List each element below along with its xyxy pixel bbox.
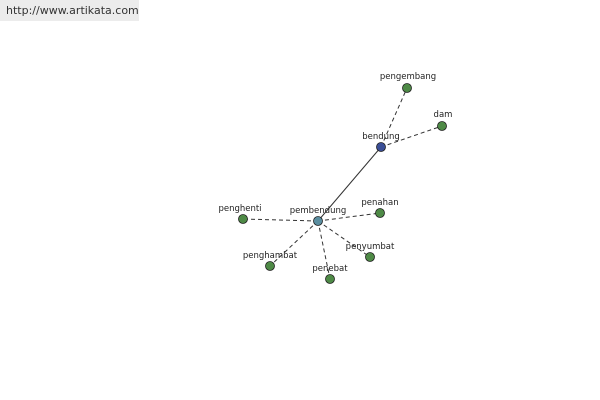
node-penghambat[interactable]: penghambat — [243, 251, 298, 271]
node-penebat[interactable]: penebat — [312, 264, 348, 284]
node-dot-dam[interactable] — [437, 121, 447, 131]
node-dam[interactable]: dam — [434, 110, 453, 131]
node-label-pembendung: pembendung — [290, 206, 346, 216]
node-dot-penghambat[interactable] — [265, 261, 275, 271]
node-dot-penahan[interactable] — [375, 208, 385, 218]
node-pengembang[interactable]: pengembang — [380, 72, 436, 93]
node-dot-bendung[interactable] — [376, 142, 386, 152]
node-dot-pengembang[interactable] — [402, 83, 412, 93]
edge-pembendung-penahan — [317, 212, 381, 222]
node-penahan[interactable]: penahan — [361, 198, 399, 218]
node-label-bendung: bendung — [362, 132, 400, 142]
edge-pembendung-penghenti — [242, 218, 319, 222]
edge-pembendung-bendung — [317, 146, 382, 222]
node-label-penebat: penebat — [312, 264, 348, 274]
node-penyumbat[interactable]: penyumbat — [346, 242, 395, 262]
node-dot-penyumbat[interactable] — [365, 252, 375, 262]
edge-pembendung-penghambat — [269, 220, 319, 267]
node-label-dam: dam — [434, 110, 453, 120]
edge-pembendung-penyumbat — [317, 220, 371, 258]
nodes-layer: pembendung bendung pengembang dam penghenti p… — [218, 72, 452, 284]
node-label-penghambat: penghambat — [243, 251, 298, 261]
edges-layer — [242, 87, 443, 280]
url-text: http://www.artikata.com — [6, 4, 139, 17]
node-penghenti[interactable]: penghenti — [218, 204, 262, 224]
node-bendung[interactable]: bendung — [362, 132, 400, 152]
edge-bendung-pengembang — [380, 87, 408, 148]
node-dot-penghenti[interactable] — [238, 214, 248, 224]
node-label-pengembang: pengembang — [380, 72, 436, 82]
node-pembendung[interactable]: pembendung — [290, 206, 346, 226]
url-banner[interactable]: http://www.artikata.com — [0, 0, 139, 21]
node-label-penghenti: penghenti — [218, 204, 261, 214]
node-label-penahan: penahan — [361, 198, 398, 208]
node-dot-pembendung[interactable] — [313, 216, 323, 226]
edge-pembendung-penebat — [317, 220, 331, 280]
node-label-penyumbat: penyumbat — [346, 242, 395, 252]
node-dot-penebat[interactable] — [325, 274, 335, 284]
edge-bendung-dam — [380, 125, 443, 148]
